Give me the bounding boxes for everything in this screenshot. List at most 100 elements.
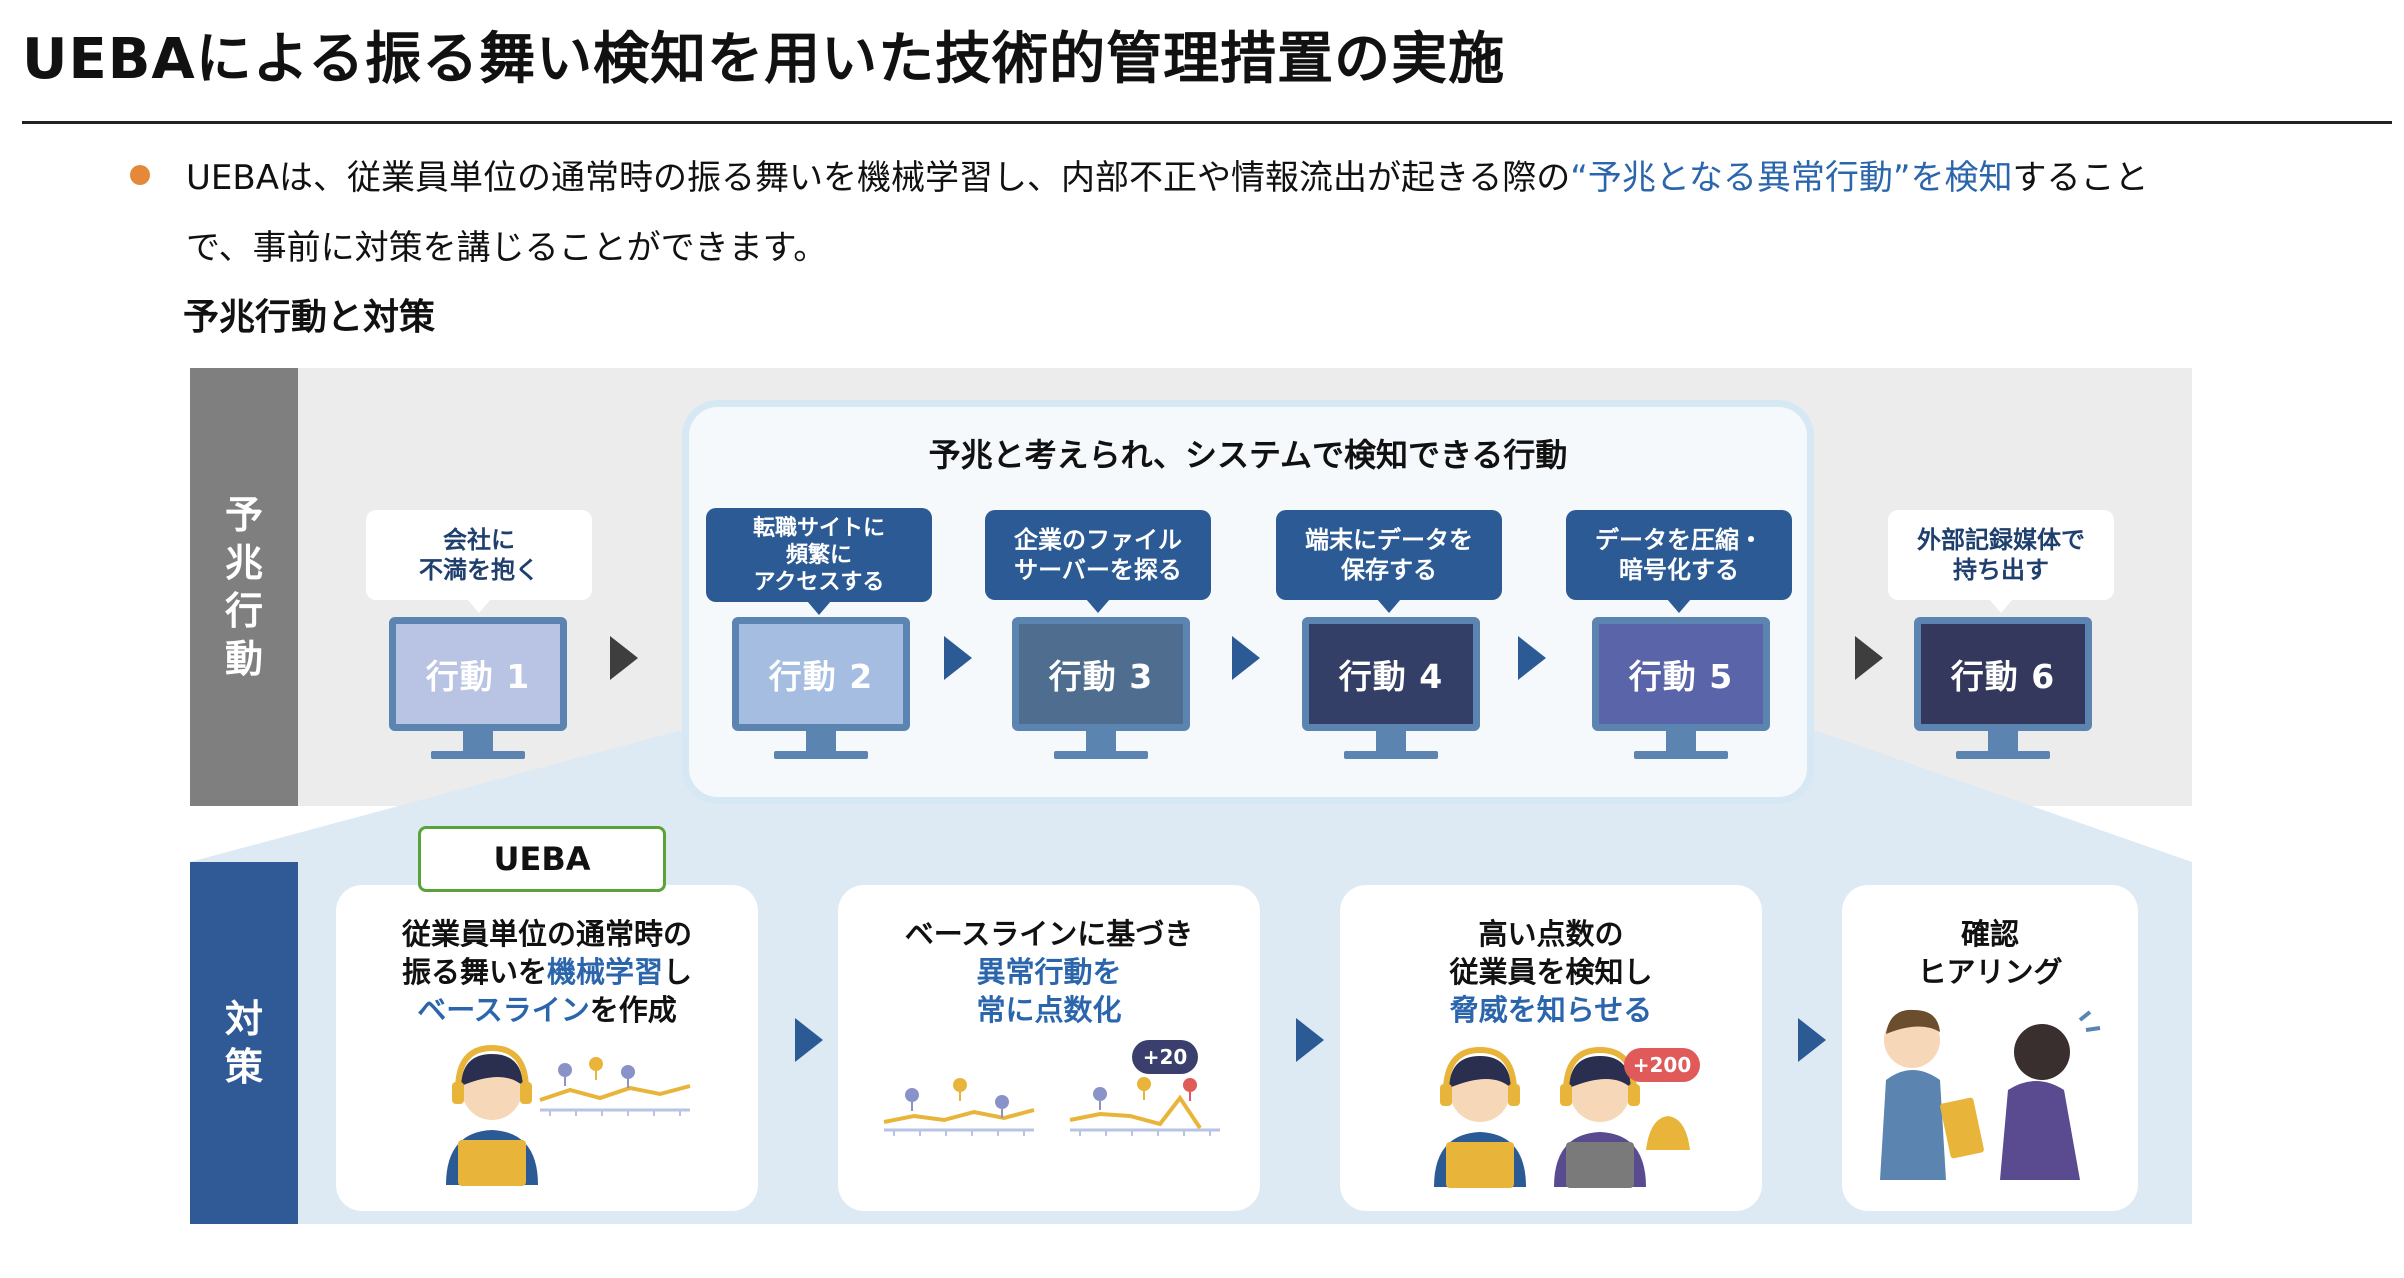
measure-text: ベースラインに基づき異常行動を常に点数化 (838, 915, 1260, 1029)
behavior-label: 行動 5 (1628, 657, 1734, 696)
measure-card: ベースラインに基づき異常行動を常に点数化 (838, 885, 1260, 1211)
measure-line-text: し (663, 955, 693, 989)
row-label-char: 予 (224, 493, 263, 537)
bubble-tail (1086, 599, 1110, 613)
page-title: UEBAによる振る舞い検知を用いた技術的管理措置の実施 (22, 27, 1506, 92)
row-label-char: 行 (224, 589, 263, 633)
bubble-tail (1377, 599, 1401, 613)
behavior-bubble-text: 会社に不満を抱く (419, 526, 539, 584)
monitor-neck (1666, 731, 1696, 751)
monitor-base (431, 751, 525, 759)
measure-line: ベースラインに基づき (838, 915, 1260, 953)
monitor-base (774, 751, 868, 759)
monitor-icon: 行動 6 (1914, 617, 2092, 759)
behavior-bubble-text: 転職サイトに頻繁にアクセスする (752, 515, 885, 595)
measure-card: 高い点数の従業員を検知し脅威を知らせる (1340, 885, 1762, 1211)
measure-line: 常に点数化 (838, 991, 1260, 1029)
flow-arrow-icon (795, 1018, 823, 1062)
measure-line: 高い点数の (1340, 915, 1762, 953)
detectable-behaviors-title: 予兆と考えられ、システムで検知できる行動 (928, 436, 1568, 474)
monitor-icon: 行動 4 (1302, 617, 1480, 759)
row-label-char: 動 (224, 637, 263, 681)
measure-text: 確認ヒアリング (1842, 915, 2138, 991)
intro-text-b: すること (2012, 158, 2149, 198)
monitor-neck (463, 731, 493, 751)
measure-text: 従業員単位の通常時の振る舞いを機械学習しベースラインを作成 (336, 915, 758, 1029)
measure-line: 従業員単位の通常時の (336, 915, 758, 953)
intro-line-1: UEBAは、従業員単位の通常時の振る舞いを機械学習し、内部不正や情報流出が起きる… (186, 150, 2149, 199)
behavior-bubble-text: 外部記録媒体で持ち出す (1917, 526, 2085, 584)
monitor-screen: 行動 2 (732, 617, 910, 731)
row-label-char: 策 (224, 1045, 263, 1089)
measure-card: 確認ヒアリング (1842, 885, 2138, 1211)
flow-arrow-icon (944, 636, 972, 680)
behavior-bubble: 端末にデータを保存する (1276, 510, 1502, 613)
row-label-char: 対 (224, 997, 263, 1041)
measure-highlight: 脅威を知らせる (1449, 993, 1653, 1027)
measure-line-text: を作成 (589, 993, 677, 1027)
measure-line-text: ベースラインに基づき (904, 917, 1194, 951)
monitor-base (1956, 751, 2050, 759)
intro-text-a: UEBAは、従業員単位の通常時の振る舞いを機械学習し、内部不正や情報流出が起きる… (186, 158, 1571, 198)
bullet-dot (130, 165, 150, 185)
measure-line: 振る舞いを機械学習し (336, 953, 758, 991)
flow-arrow-icon (1296, 1018, 1324, 1062)
behavior-label: 行動 6 (1950, 657, 2056, 696)
measure-highlight: ベースライン (417, 993, 590, 1027)
monitor-neck (806, 731, 836, 751)
bubble-tail (807, 601, 831, 615)
intro-line-2: で、事前に対策を講じることができます。 (186, 228, 828, 268)
behavior-bubble: 企業のファイルサーバーを探る (985, 510, 1211, 613)
flow-arrow-icon (1518, 636, 1546, 680)
monitor-screen: 行動 1 (389, 617, 567, 731)
behavior-bubble: データを圧縮・暗号化する (1566, 510, 1792, 613)
measure-highlight: 機械学習 (546, 955, 663, 989)
measure-line: 異常行動を (838, 953, 1260, 991)
measure-text: 高い点数の従業員を検知し脅威を知らせる (1340, 915, 1762, 1029)
title-divider (22, 121, 2392, 124)
monitor-icon: 行動 5 (1592, 617, 1770, 759)
monitor-base (1054, 751, 1148, 759)
measure-line-text: ヒアリング (1917, 955, 2063, 989)
measure-line: ベースラインを作成 (336, 991, 758, 1029)
ueba-tag: UEBA (418, 826, 666, 892)
flow-arrow-icon (610, 636, 638, 680)
behavior-bubble: 転職サイトに頻繁にアクセスする (706, 508, 932, 615)
bubble-tail (1667, 599, 1691, 613)
measure-line-text: 確認 (1960, 917, 2019, 951)
behavior-bubble-text: 端末にデータを保存する (1305, 526, 1473, 584)
row-label-char: 兆 (224, 541, 263, 585)
row-label-measure: 対策 (190, 862, 298, 1224)
measure-line-text: 高い点数の (1478, 917, 1624, 951)
behavior-label: 行動 1 (425, 657, 531, 696)
monitor-screen: 行動 4 (1302, 617, 1480, 731)
behavior-bubble-text: データを圧縮・暗号化する (1595, 526, 1763, 584)
flow-arrow-icon (1798, 1018, 1826, 1062)
monitor-base (1634, 751, 1728, 759)
behavior-label: 行動 4 (1338, 657, 1444, 696)
monitor-screen: 行動 6 (1914, 617, 2092, 731)
intro-highlight: “予兆となる異常行動”を検知 (1570, 158, 2013, 198)
monitor-neck (1988, 731, 2018, 751)
behavior-label: 行動 2 (768, 657, 874, 696)
monitor-base (1344, 751, 1438, 759)
bubble-tail (1989, 599, 2013, 613)
monitor-screen: 行動 3 (1012, 617, 1190, 731)
flow-arrow-icon (1855, 636, 1883, 680)
detectable-behaviors-box (682, 400, 1814, 804)
measure-line-text: 従業員を検知し (1449, 955, 1653, 989)
row-label-behavior: 予兆行動 (190, 368, 298, 806)
monitor-screen: 行動 5 (1592, 617, 1770, 731)
measure-highlight: 異常行動を (976, 955, 1122, 989)
behavior-bubble-text: 企業のファイルサーバーを探る (1014, 526, 1182, 584)
measure-line: ヒアリング (1842, 953, 2138, 991)
behavior-bubble: 外部記録媒体で持ち出す (1888, 510, 2114, 613)
flow-arrow-icon (1232, 636, 1260, 680)
measure-line: 従業員を検知し (1340, 953, 1762, 991)
behavior-bubble: 会社に不満を抱く (366, 510, 592, 613)
measure-line-text: 振る舞いを (401, 955, 547, 989)
measure-card: 従業員単位の通常時の振る舞いを機械学習しベースラインを作成 (336, 885, 758, 1211)
measure-line-text: 従業員単位の通常時の (401, 917, 692, 951)
monitor-neck (1376, 731, 1406, 751)
bubble-tail (467, 599, 491, 613)
